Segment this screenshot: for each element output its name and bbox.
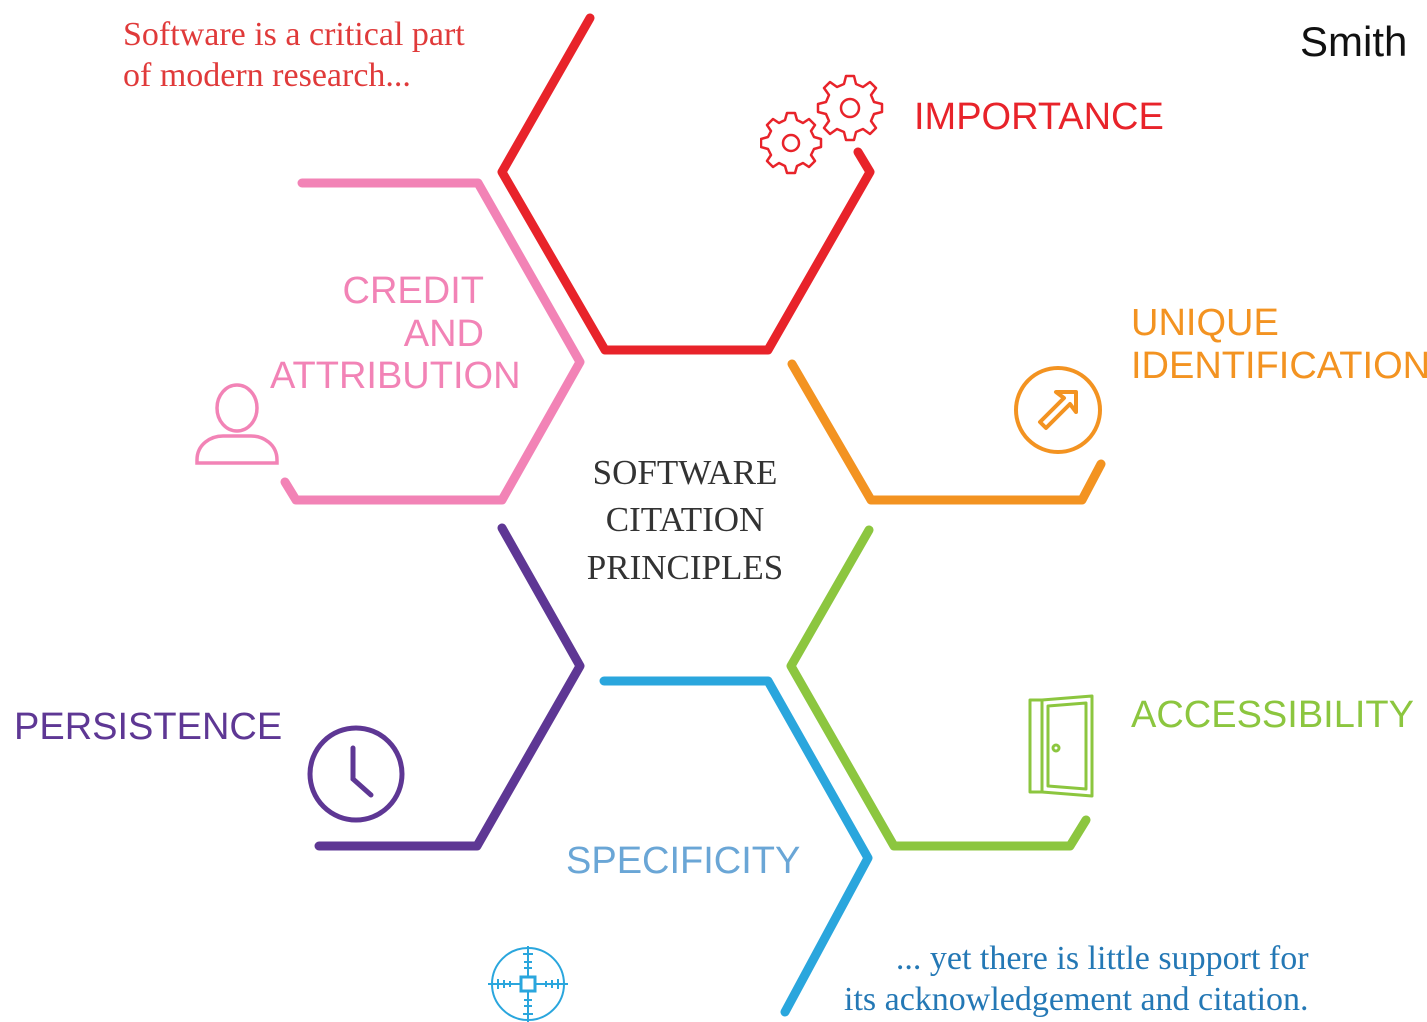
- quote-bottom-line2: its acknowledgement and citation.: [844, 981, 1309, 1019]
- credit-label: CREDIT AND ATTRIBUTION: [270, 270, 521, 398]
- arrow-circle-icon: [1014, 366, 1102, 454]
- credit-label-line1: CREDIT: [342, 270, 484, 312]
- specificity-label: SPECIFICITY: [566, 840, 801, 882]
- quote-top-line2: of modern research...: [123, 57, 411, 95]
- unique-label-line1: UNIQUE: [1131, 302, 1279, 344]
- center-title-line2: CITATION: [605, 500, 765, 540]
- importance-label: IMPORTANCE: [914, 96, 1164, 138]
- importance-line: [497, 13, 875, 355]
- persistence-line: [314, 523, 585, 851]
- clock-icon: [307, 725, 405, 823]
- center-title: SOFTWARE CITATION PRINCIPLES: [560, 449, 810, 591]
- specificity-line: [599, 676, 873, 1017]
- persistence-label: PERSISTENCE: [14, 706, 283, 748]
- credit-label-line3: ATTRIBUTION: [270, 355, 521, 398]
- accessibility-label: ACCESSIBILITY: [1131, 694, 1414, 736]
- accessibility-line: [786, 525, 1091, 851]
- person-icon: [195, 383, 279, 465]
- credit-label-line2: AND: [403, 312, 484, 355]
- unique-label: UNIQUE IDENTIFICATION: [1131, 302, 1427, 387]
- credit-line: [280, 178, 585, 505]
- gears-icon: [760, 74, 884, 175]
- center-title-line1: SOFTWARE: [592, 453, 778, 492]
- unique-line: [787, 359, 1106, 505]
- crosshair-icon: [488, 946, 568, 1022]
- door-icon: [1028, 694, 1094, 798]
- quote-bottom-line1: ... yet there is little support for: [895, 940, 1309, 977]
- quote-bottom: ... yet there is little support for its …: [844, 938, 1309, 1021]
- unique-label-line2: IDENTIFICATION: [1131, 344, 1427, 387]
- author-name: Smith: [1300, 18, 1408, 65]
- quote-top: Software is a critical part of modern re…: [123, 14, 465, 97]
- center-title-line3: PRINCIPLES: [586, 547, 784, 587]
- quote-top-line1: Software is a critical part: [123, 16, 465, 53]
